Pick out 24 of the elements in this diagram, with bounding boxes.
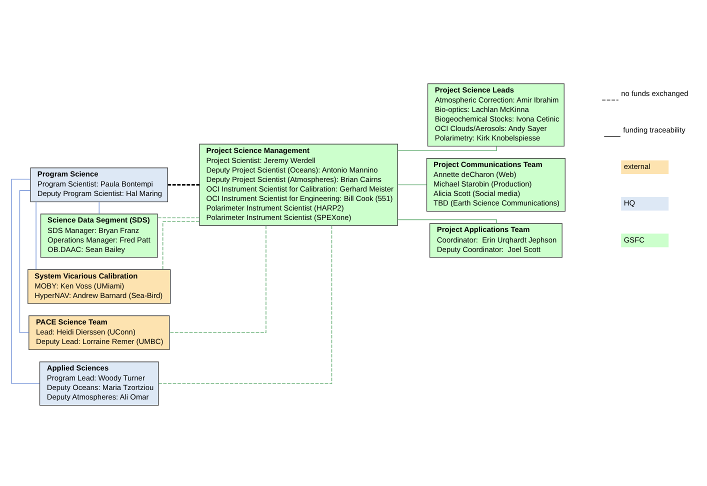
connector xyxy=(398,184,427,185)
node-box: Program Science Program Scientist: Paula Bontempi Deputy Program Scientist: Hal Maring xyxy=(30,167,168,202)
node-box: Applied Sciences Program Lead: Woody Turner Deputy Oceans: Maria Tzortziou Deputy Atmospheres: Ali Omar xyxy=(39,361,159,406)
node-box: Project Science Management Project Scientist: Jeremy Werdell Deputy Project Scientist (Oceans): Antonio Mannino Deputy Project Scientist (Atmospheres): Brian Cairns OCI Instrument Scientist for Calibration: Gerhard Meister OCI Instrument Scientist for Engineering: Bill Cook (551) Polarimeter Instrument Scientist (HARP2) Polarimeter Instrument Scientist (SPEXone) xyxy=(199,143,398,226)
node-box: PACE Science Team Lead: Heidi Dierssen (UConn) Deputy Lead: Lorraine Remer (UMBC) xyxy=(28,314,170,350)
legend-label: funding traceability xyxy=(623,124,686,134)
connector xyxy=(162,220,200,270)
connector xyxy=(169,224,266,333)
legend-label: GSFC xyxy=(624,234,645,244)
node-box: Science Data Segment (SDS) SDS Manager: Bryan Franz Operations Manager: Fred Patt OB.DAAC: Sean Bailey xyxy=(40,213,158,258)
node-box: System Vicarious Calibration MOBY: Ken Voss (UMiami) HyperNAV: Andrew Barnard (Sea-Bird) xyxy=(28,268,171,304)
node-box: Project Science Leads Atmospheric Correction: Amir Ibrahim Bio-optics: Lachlan McKinna Biogeochemical Stocks: Ivona Cetinic OCI Clouds/Aerosols: Andy Sayer Polarimetry: Kirk Knobelspiesse xyxy=(427,82,564,146)
legend-label: external xyxy=(624,162,650,171)
connector xyxy=(158,224,332,384)
connector xyxy=(168,183,200,186)
node-box: Project Applications Team Coordinator: Erin Urqhardt Jephson Deputy Coordinator: Joel Scott xyxy=(429,222,562,258)
connector xyxy=(19,190,31,333)
legend-label: HQ xyxy=(624,198,636,208)
connector xyxy=(11,178,40,384)
connector xyxy=(398,218,497,224)
node-box: Project Communications Team Annette deCharon (Web) Michael Starobin (Production) Alicia Scott (Social media) TBD (Earth Science Communications) xyxy=(426,158,566,212)
legend-label: no funds exchanged xyxy=(621,88,688,98)
connector xyxy=(157,217,200,218)
connector xyxy=(98,201,100,214)
